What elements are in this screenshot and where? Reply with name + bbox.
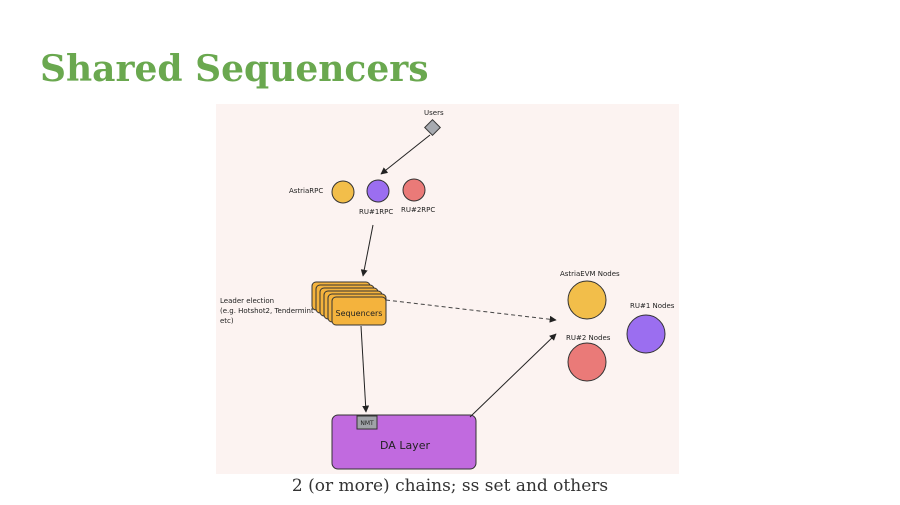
ru2-nodes-label: RU#2 Nodes	[566, 334, 611, 342]
leader-election-line-2: (e.g. Hotshot2, Tendermint	[220, 307, 314, 315]
astria-rpc-label: AstriaRPC	[289, 187, 323, 195]
nmt-label: NMT	[360, 420, 374, 427]
da-layer-label: DA Layer	[380, 439, 430, 452]
slide-title: Shared Sequencers	[40, 48, 429, 90]
astria-evm-nodes-label: AstriaEVM Nodes	[560, 270, 620, 278]
arrow-users-to-rpc	[380, 134, 431, 175]
arrow-sequencers-to-da	[360, 325, 370, 413]
ru2-rpc-node	[402, 178, 426, 202]
ru2-rpc-label: RU#2RPC	[401, 206, 435, 214]
sequencers-stack	[311, 281, 387, 326]
users-icon	[424, 119, 441, 136]
arrow-rpc-to-sequencers	[360, 224, 374, 277]
sequencers-label: Sequencers	[336, 309, 383, 318]
astria-evm-nodes	[567, 280, 607, 320]
architecture-diagram: Users AstriaRPC RU#1RPC RU#2RPC Leader e…	[216, 104, 679, 474]
ru1-rpc-label: RU#1RPC	[359, 208, 393, 216]
leader-election-line-3: etc)	[220, 317, 234, 325]
dashed-arrow-sequencers-to-nodes	[385, 299, 557, 323]
astria-rpc-node	[331, 180, 355, 204]
arrow-da-to-nodes	[469, 333, 557, 418]
leader-election-line-1: Leader election	[220, 297, 274, 305]
users-label: Users	[424, 109, 444, 117]
diagram-canvas: Users AstriaRPC RU#1RPC RU#2RPC Leader e…	[220, 109, 675, 470]
ru1-rpc-node	[366, 179, 390, 203]
ru2-nodes	[567, 342, 607, 382]
ru1-nodes	[626, 314, 666, 354]
nmt-box	[356, 415, 378, 430]
ru1-nodes-label: RU#1 Nodes	[630, 302, 675, 310]
diagram-caption: 2 (or more) chains; ss set and others	[291, 476, 609, 496]
